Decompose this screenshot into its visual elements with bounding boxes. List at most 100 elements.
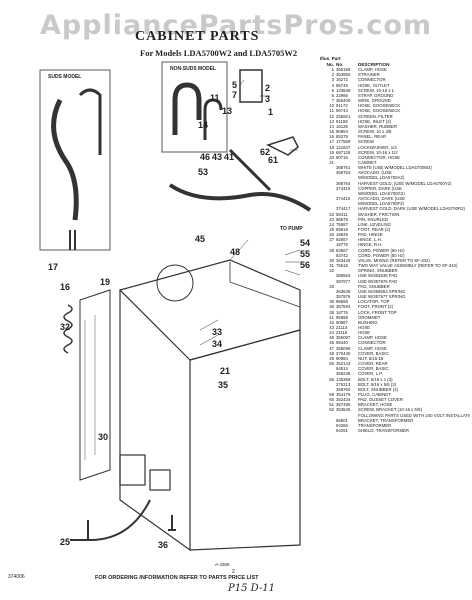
parts-cell-ill: 12 [329, 113, 334, 119]
parts-cell-part: 352143 [336, 361, 351, 367]
parts-cell-part: 367594 [336, 304, 351, 310]
parts-cell-ill: 42 [329, 319, 334, 325]
parts-cell-ill: 19 [329, 149, 334, 155]
callout: 1 [268, 107, 273, 117]
parts-cell-part: 133848 [336, 87, 351, 93]
parts-cell-ill: 15 [329, 129, 334, 135]
parts-cell-desc: SCREEN, FILTER [358, 113, 393, 119]
parts-cell-desc: HOSE, GOOSENECK [358, 108, 401, 114]
parts-cell-ill: 23 [329, 216, 334, 222]
parts-cell-desc: CONNECTOR [358, 340, 386, 346]
callout: 34 [212, 339, 222, 349]
parts-cell-desc: SCREW, 10-16 x 1 [358, 87, 395, 93]
parts-cell-part: 22966 [336, 92, 348, 98]
parts-cell-part: 16272 [336, 77, 348, 83]
parts-cell-ill: 22 [329, 211, 334, 217]
parts-cell-part: 75587 [336, 221, 348, 227]
callout: 32 [60, 322, 70, 332]
mixing-valve [119, 454, 146, 486]
callout: 43 [212, 152, 222, 162]
snubber-spring [63, 304, 73, 354]
parts-row: W/MODEL LDA5700A2) [322, 175, 470, 180]
parts-cell-ill: 61 [329, 402, 334, 408]
document-number: 374006 [8, 574, 25, 580]
callout: 55 [300, 249, 310, 259]
parts-cell-desc: HOSE, INLET (2) [358, 118, 392, 124]
suds-connector [69, 230, 76, 250]
parts-cell-ill: 45 [329, 335, 334, 341]
parts-cell-part: 85279 [336, 134, 348, 140]
parts-cell-part: 18776 [336, 309, 348, 315]
parts-cell-part: 355238 [336, 371, 351, 377]
parts-cell-part: 96746 [336, 82, 348, 88]
callout: 41 [224, 152, 234, 162]
cabinet-rear-edge [229, 262, 301, 308]
parts-cell-ill: 28 [329, 247, 334, 253]
parts-cell-desc: BRACKET, HOSE [358, 402, 393, 408]
parts-cell-part: 21115 [336, 330, 348, 336]
tub-opening [156, 264, 194, 302]
callout: 33 [212, 327, 222, 337]
parts-cell-desc: HINGE, L.H. [358, 237, 382, 243]
parts-cell-ill [322, 428, 336, 433]
parts-cell-desc: CLAMP, HOSE [358, 67, 387, 73]
parts-cell-part: 16125 [336, 123, 348, 129]
suds-gooseneck [78, 88, 102, 155]
callout: 2 [265, 83, 270, 93]
parts-cell-desc: HOSE [358, 324, 371, 330]
parts-cell-part: 374417 [336, 206, 351, 212]
callout: 36 [158, 540, 168, 550]
parts-cell-part: 95819 [336, 227, 348, 232]
parts-cell-part: 94366 [336, 422, 348, 428]
parts-cell-part: 368763 [336, 170, 351, 176]
parts-cell-ill: 36 [329, 304, 334, 310]
parts-cell-ill: 18 [329, 144, 334, 150]
parts-cell-ill: 20 [329, 154, 334, 160]
handwritten-note: P15 D-11 [228, 583, 275, 594]
outlet-hose [168, 183, 312, 212]
parts-cell-part: 18649 [336, 232, 348, 238]
header-description: DESCRIPTION [358, 62, 390, 67]
suds-hose [51, 98, 79, 221]
callout: 46 [200, 152, 210, 162]
parts-cell-desc: SCREW, BRACKET (10-16 x 5/8) [358, 407, 422, 413]
figure-id: A-4306 [215, 562, 230, 567]
parts-cell-ill: 13 [329, 118, 334, 124]
parts-cell-part: 94514 [336, 366, 348, 372]
page-title: CABINET PARTS [135, 29, 260, 44]
hose-bracket [266, 136, 299, 156]
callout: 21 [220, 366, 230, 376]
parts-cell-desc: WASHER, RUBBER [358, 123, 397, 129]
parts-cell-ill: 62 [329, 407, 334, 413]
parts-cell-part: 374415 [336, 185, 351, 191]
parts-cell-ill: 32 [329, 268, 334, 274]
parts-cell-desc: LOCK, FRONT TOP [358, 309, 397, 315]
parts-cell-part: 355760 [336, 386, 351, 392]
ordering-note: FOR ORDERING INFORMATION REFER TO PARTS … [95, 575, 259, 581]
parts-cell-desc: COVER, BASIC [358, 350, 389, 356]
header-part-no: No. [336, 62, 344, 67]
